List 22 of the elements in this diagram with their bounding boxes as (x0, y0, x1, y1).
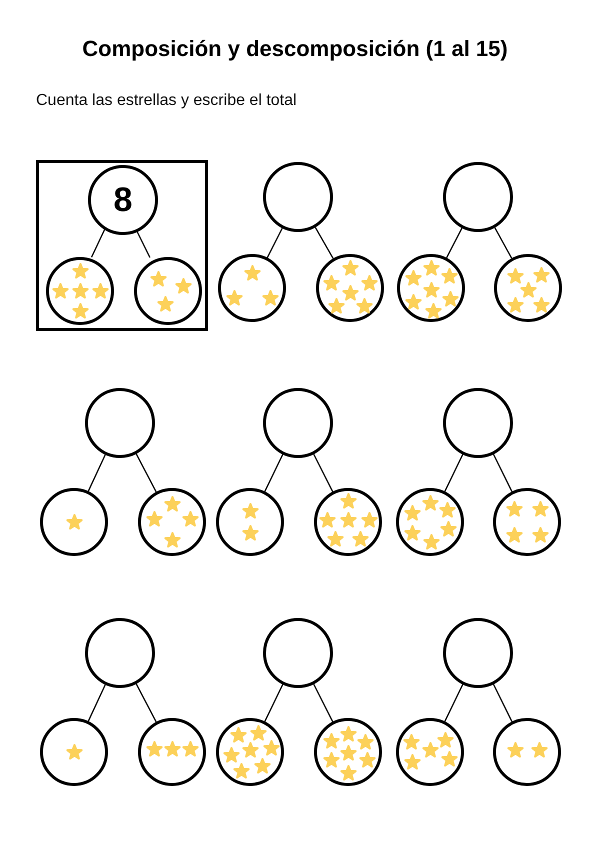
connector-line (492, 684, 512, 722)
connector-line (88, 684, 106, 722)
connector-line (492, 454, 512, 492)
connector-line (313, 454, 334, 492)
connector-line (446, 228, 463, 258)
connector-line (136, 684, 157, 722)
title: Composición y descomposición (1 al 15) (81, 36, 509, 62)
connector-line (313, 684, 334, 722)
connector-line (444, 454, 464, 492)
number-text: 8 (114, 183, 132, 217)
connector-line (264, 684, 284, 722)
connector-line (136, 454, 157, 492)
connector-line (266, 228, 283, 258)
empty-circle (134, 257, 202, 325)
example-frame (36, 160, 208, 331)
connector-line (264, 454, 284, 492)
connector-line (314, 227, 334, 259)
connector-line (90, 228, 106, 258)
connector-line (88, 454, 106, 492)
connector-line (494, 227, 512, 259)
instruction-text: Cuenta las estrellas y escribe el total (36, 92, 297, 110)
connector-line (444, 684, 464, 722)
